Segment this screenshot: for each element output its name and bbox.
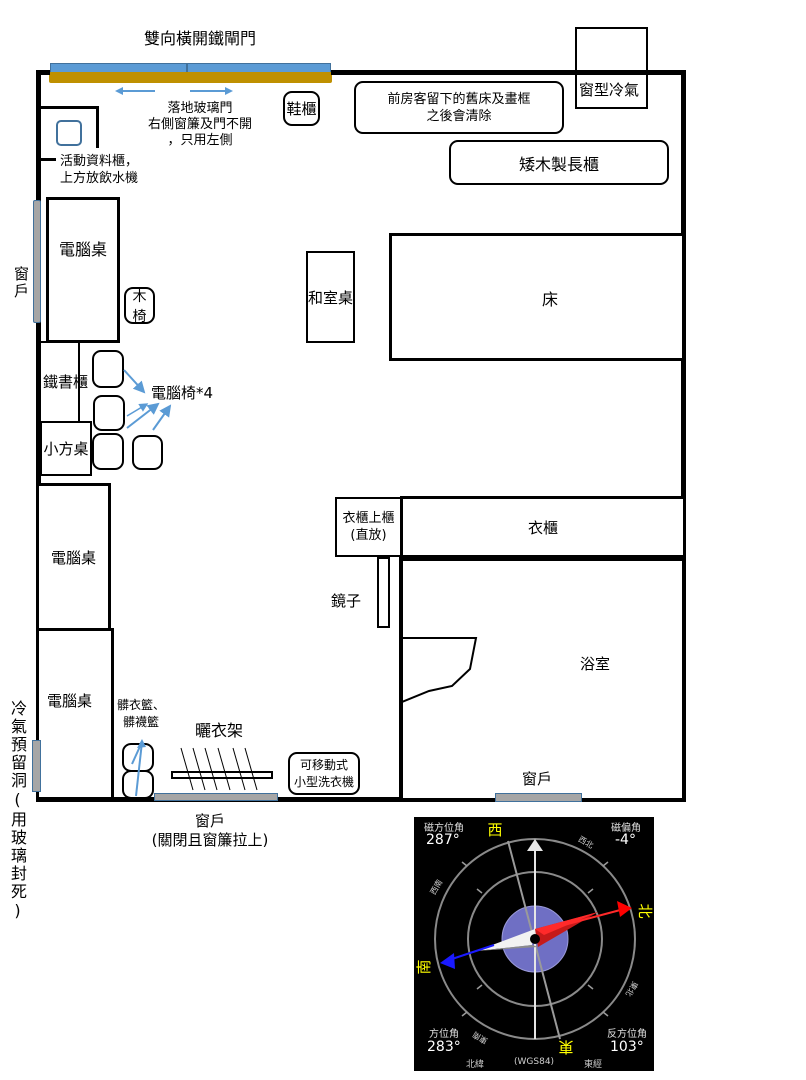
cardinal-west: 西	[487, 821, 502, 839]
basket-arrows	[131, 739, 146, 797]
bottom-window-label: 窗戶 (關閉且窗簾拉上)	[151, 812, 269, 849]
longitude-label: 東經	[584, 1060, 603, 1070]
bathroom-window	[495, 793, 582, 802]
computer-desk-2: 電腦桌	[39, 483, 111, 631]
japanese-table: 和室桌	[306, 251, 355, 343]
computer-desk-1: 電腦桌	[46, 197, 120, 343]
glass-door-note: 落地玻璃門 右側窗簾及門不開 ，只用左側	[147, 101, 252, 148]
azimuth-value: 283°	[427, 1039, 461, 1055]
small-square-table: 小方桌	[40, 421, 92, 476]
filing-cabinet-note: 活動資料櫃， 上方放飲水機	[60, 154, 139, 186]
wall-left	[36, 70, 41, 802]
back-azimuth-value: 103°	[610, 1039, 644, 1055]
wardrobe-top-cabinet: 衣櫃上櫃 (直放)	[335, 497, 402, 557]
portable-washer: 可移動式 小型洗衣機	[288, 752, 360, 795]
old-bed-note: 前房客留下的舊床及畫框 之後會清除	[354, 81, 564, 134]
datum-label: (WGS84)	[514, 1057, 555, 1067]
cardinal-north: 北	[636, 903, 654, 918]
declination-label: 磁偏角	[611, 823, 641, 834]
wall-bottom	[36, 797, 686, 802]
glass-door	[49, 72, 332, 83]
sliding-arrows	[115, 87, 233, 95]
shoe-cabinet: 鞋櫃	[283, 91, 320, 126]
latitude-label: 北緯	[466, 1060, 485, 1070]
wood-chair: 木椅	[124, 287, 155, 325]
wall-right	[681, 70, 686, 802]
compass-panel: 西 北 南 東 西北 西南 東北 東南 磁方位角 287° 磁偏角 -4° 方位…	[414, 817, 654, 1071]
back-azimuth-label: 反方位角	[607, 1029, 647, 1040]
magnetic-azimuth-label: 磁方位角	[424, 823, 464, 834]
left-window-label: 窗戶	[12, 266, 30, 300]
bathroom-label: 浴室	[580, 655, 611, 673]
computer-chairs-label: 電腦椅*4	[151, 384, 214, 402]
bed: 床	[389, 233, 685, 361]
wall-top-right	[331, 70, 686, 75]
bathroom	[399, 557, 686, 802]
intercardinal-se: 東南	[471, 1030, 490, 1047]
wall-top-left	[36, 70, 50, 75]
chair-arrows	[123, 369, 172, 431]
computer-chair	[92, 350, 124, 388]
drying-rack	[171, 771, 273, 779]
iron-gate-label: 雙向橫開鐵閘門	[143, 29, 256, 48]
azimuth-label: 方位角	[429, 1029, 459, 1040]
iron-bookshelf	[78, 343, 80, 431]
mirror-label: 鏡子	[331, 592, 362, 610]
cardinal-east: 東	[558, 1038, 573, 1056]
wardrobe: 衣櫃	[400, 496, 686, 558]
mirror	[377, 557, 390, 628]
computer-chair	[132, 435, 163, 470]
low-wood-cabinet: 矮木製長櫃	[449, 140, 669, 185]
intercardinal-nw: 西北	[577, 835, 595, 851]
drying-rack-label: 曬衣架	[195, 721, 244, 740]
computer-chair	[92, 433, 124, 470]
computer-chair	[93, 395, 125, 431]
bathroom-window-label: 窗戶	[522, 770, 553, 788]
window-ac: 窗型冷氣	[575, 27, 648, 109]
computer-desk-3: 電腦桌	[39, 628, 114, 800]
compass-dial: 西 北 南 東 西北 西南 東北 東南	[415, 821, 654, 1056]
laundry-baskets-label: 髒衣籃、 髒襪籃	[117, 698, 166, 729]
left-window	[33, 200, 41, 323]
cardinal-south: 南	[415, 959, 433, 974]
drying-rack-lines	[180, 747, 258, 791]
declination-value: -4°	[615, 832, 636, 848]
filing-cabinet	[40, 106, 99, 109]
ac-reserved-hole	[32, 740, 41, 792]
ac-hole-note: 冷氣預留洞(用玻璃封死)	[8, 700, 27, 922]
magnetic-azimuth-value: 287°	[426, 832, 460, 848]
water-dispenser	[56, 120, 82, 146]
intercardinal-sw: 西南	[428, 878, 445, 897]
bottom-window	[154, 793, 278, 801]
bathroom-door-swing	[402, 637, 478, 703]
iron-bookshelf-label: 鐵書櫃	[43, 373, 89, 391]
